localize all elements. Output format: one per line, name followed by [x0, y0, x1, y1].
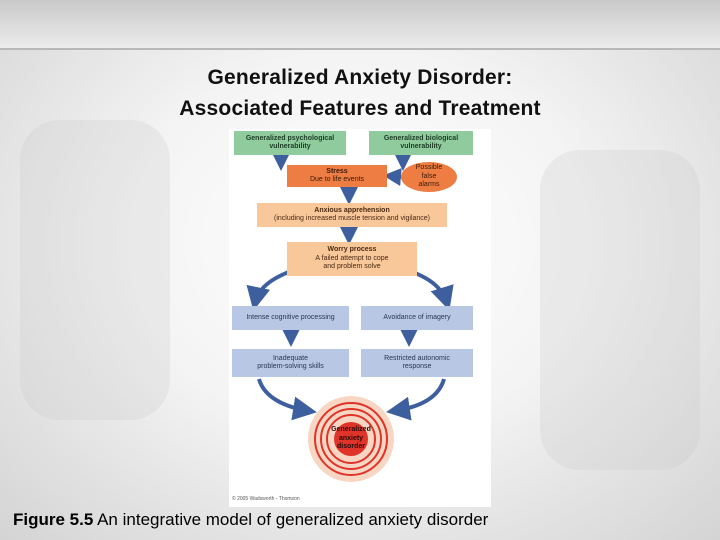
arrow — [257, 378, 317, 421]
box-stress: Stress Due to life events — [287, 165, 387, 187]
box-false-alarms: Possible false alarms — [409, 164, 449, 190]
box-text: vulnerability — [400, 143, 442, 150]
box-cognitive-processing: Intense cognitive processing — [232, 306, 349, 330]
slide-header-bar — [0, 0, 720, 50]
figure-caption: Figure 5.5 An integrative model of gener… — [13, 510, 488, 530]
box-autonomic-response: Restricted autonomic response — [361, 349, 473, 377]
slide-title-line-2: Associated Features and Treatment — [179, 97, 541, 120]
header-divider — [0, 48, 720, 50]
caption-label: Figure 5.5 — [13, 510, 94, 529]
box-text: (including increased muscle tension and … — [273, 215, 431, 222]
box-text: Inadequate — [272, 354, 309, 362]
box-text: Anxious apprehension — [314, 206, 390, 214]
target-ring — [320, 408, 382, 470]
box-text: Intense cognitive processing — [246, 313, 335, 321]
target-center — [334, 422, 368, 456]
caption-text: An integrative model of generalized anxi… — [93, 510, 489, 529]
box-text: A failed attempt to cope — [315, 254, 389, 262]
box-text: problem-solving skills — [257, 363, 324, 370]
diagram-arrows — [246, 153, 457, 482]
box-text: anxiety disorder — [336, 434, 365, 451]
box-text: Avoidance of imagery — [383, 313, 451, 321]
box-text: Generalized biological — [383, 134, 459, 142]
target-ring — [314, 402, 388, 476]
false-alarm-shape — [401, 162, 457, 192]
box-text: response — [402, 363, 432, 370]
box-anxious-apprehension: Anxious apprehension (including increase… — [257, 203, 447, 227]
box-text: and problem solve — [323, 263, 381, 271]
box-text: alarms — [418, 181, 440, 189]
slide-title-line-1: Generalized Anxiety Disorder: — [207, 66, 513, 89]
target-ring — [326, 414, 376, 464]
box-psych-vulnerability: Generalized psychological vulnerability — [234, 131, 346, 155]
figure-panel: Generalized psychological vulnerability … — [229, 129, 491, 507]
box-avoidance-imagery: Avoidance of imagery — [361, 306, 473, 330]
box-problem-solving: Inadequate problem-solving skills — [232, 349, 349, 377]
box-text: Generalized psychological — [245, 134, 335, 142]
background-shape — [540, 150, 700, 470]
box-bio-vulnerability: Generalized biological vulnerability — [369, 131, 473, 155]
background-shape — [20, 120, 170, 420]
box-text: vulnerability — [269, 143, 311, 150]
box-text: Possible — [415, 164, 443, 172]
box-worry-process: Worry process A failed attempt to cope a… — [287, 242, 417, 276]
box-text: false — [421, 172, 437, 180]
box-text: Worry process — [327, 246, 377, 254]
copyright-text: © 2005 Wadsworth - Thomson — [232, 496, 300, 502]
box-text: Restricted autonomic — [384, 354, 450, 362]
arrow — [386, 378, 446, 421]
box-text: Due to life events — [309, 176, 365, 183]
box-text: Stress — [326, 167, 348, 175]
box-text: Generalized — [331, 426, 371, 434]
box-gad: Generalized anxiety disorder — [326, 426, 376, 451]
